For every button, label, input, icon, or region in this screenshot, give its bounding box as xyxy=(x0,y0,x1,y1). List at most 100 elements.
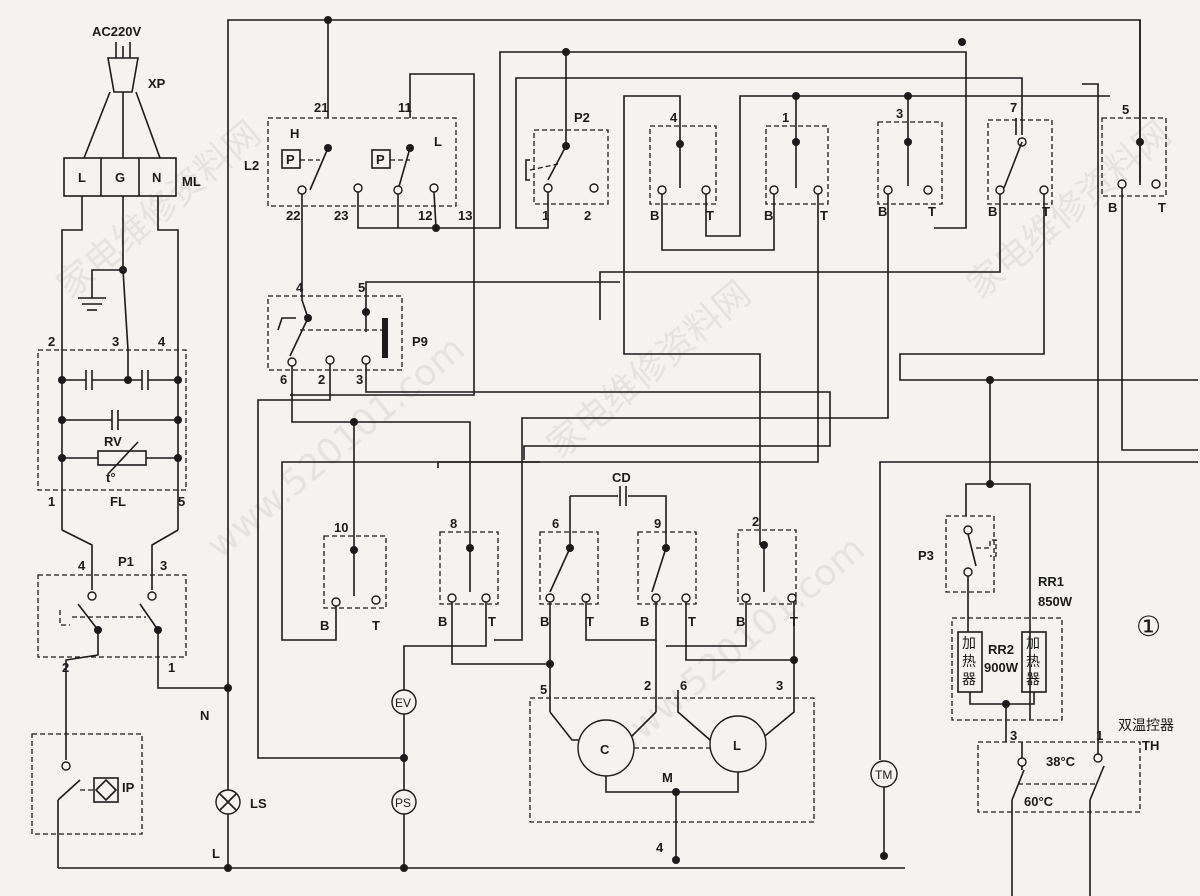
contact-arm xyxy=(1089,765,1105,801)
contact xyxy=(923,185,933,195)
contact-arm xyxy=(397,147,411,191)
pressure-switch-ip: IP xyxy=(31,733,143,868)
actuator-icon xyxy=(525,159,530,181)
terminal-block xyxy=(63,157,177,197)
actuator xyxy=(59,610,70,626)
cam-outline xyxy=(539,531,599,605)
cam-b: B xyxy=(988,204,997,219)
contact-arm xyxy=(57,779,81,801)
filter-pin-4: 4 xyxy=(158,334,166,349)
heater-char: 加 xyxy=(1026,636,1040,652)
contact xyxy=(995,185,1005,195)
plug-symbol xyxy=(107,57,139,93)
ip-label: IP xyxy=(122,780,135,795)
wire xyxy=(969,692,1035,705)
relay-l2: 21 11 H L P P 22 23 12 13 L2 xyxy=(244,16,967,396)
plug-label: XP xyxy=(148,76,166,91)
contact xyxy=(787,593,797,603)
wire xyxy=(494,194,889,641)
contact xyxy=(963,525,973,535)
supply-label: AC220V xyxy=(92,24,141,39)
thermostat-actuator xyxy=(976,539,997,557)
terminal-block-label: ML xyxy=(182,174,201,189)
wire xyxy=(281,461,540,641)
wire xyxy=(365,364,831,460)
junction xyxy=(224,864,232,872)
heater-circuit: P3 RR1 850W 加 热 器 加 热 器 RR2 900W xyxy=(918,380,1073,770)
wire xyxy=(705,95,1110,237)
switch-p2: P2 1 2 xyxy=(515,52,1023,229)
contact xyxy=(883,185,893,195)
contact-arm xyxy=(967,533,977,567)
contact-arm xyxy=(289,317,309,357)
capacitor-label: CD xyxy=(612,470,631,485)
cam-t: T xyxy=(586,614,594,629)
wire xyxy=(1082,83,1099,754)
wire-p2 xyxy=(515,77,1023,229)
p9-pin-6: 6 xyxy=(280,372,287,387)
l2-coil-l: L xyxy=(434,134,442,149)
ip-outline xyxy=(31,733,143,835)
motor-label: M xyxy=(662,770,673,785)
th-pin-3: 3 xyxy=(1010,728,1017,743)
contact xyxy=(701,185,711,195)
l2-pin-12: 12 xyxy=(418,208,432,223)
wire xyxy=(685,602,795,661)
p9-pin-4: 4 xyxy=(296,280,304,295)
filter-pin-2: 2 xyxy=(48,334,55,349)
contact-arm xyxy=(309,147,329,191)
wire-l-to-filter xyxy=(61,196,83,350)
timer-motor: TM xyxy=(870,461,1198,856)
th-setpoint-38: 38°C xyxy=(1046,754,1076,769)
pushbutton-icon xyxy=(382,318,388,358)
p3-label: P3 xyxy=(918,548,934,563)
wire-ground xyxy=(91,196,124,298)
wire-11 xyxy=(290,73,475,396)
contact xyxy=(447,593,457,603)
wire-to-n xyxy=(157,630,228,689)
contact-arm xyxy=(547,145,567,181)
contact xyxy=(741,593,751,603)
terminal-l: L xyxy=(78,170,86,185)
wire-n-to-filter xyxy=(157,196,179,350)
l2-pin-21: 21 xyxy=(314,100,328,115)
cam-num: 5 xyxy=(1122,102,1129,117)
contact-arm xyxy=(139,603,159,631)
switch-outline xyxy=(37,574,187,658)
wire xyxy=(451,602,550,665)
contact xyxy=(1017,757,1027,767)
contact xyxy=(481,593,491,603)
cam-b: B xyxy=(1108,200,1117,215)
filter-pin-5: 5 xyxy=(178,494,185,509)
wire xyxy=(627,711,657,741)
contact xyxy=(963,567,973,577)
cam-b: B xyxy=(650,208,659,223)
junction xyxy=(986,480,994,488)
rr2-label: RR2 xyxy=(988,642,1014,657)
junction xyxy=(792,92,800,100)
wire xyxy=(899,194,1198,381)
switch-p9: 4 5 P9 6 2 3 xyxy=(257,280,831,759)
p1-label: P1 xyxy=(118,554,134,569)
l2-pin-22: 22 xyxy=(286,208,300,223)
ps-label: PS xyxy=(395,796,411,810)
wire xyxy=(61,529,93,590)
terminal-n: N xyxy=(152,170,161,185)
cam-b: B xyxy=(320,618,329,633)
valves: EV PS xyxy=(391,688,417,868)
wire xyxy=(677,690,711,741)
cam-b: B xyxy=(736,614,745,629)
wire xyxy=(599,194,1001,320)
coil-icon xyxy=(371,149,391,169)
contact-arm xyxy=(1003,141,1023,189)
junction xyxy=(58,454,66,462)
thermostat-outline xyxy=(977,741,1141,813)
winding-l-label: L xyxy=(733,738,741,753)
junction xyxy=(174,416,182,424)
wire xyxy=(759,660,795,741)
cam-outline xyxy=(877,121,943,205)
varistor-temp: t° xyxy=(106,470,116,485)
wire xyxy=(549,711,584,741)
p9-pin-3: 3 xyxy=(356,372,363,387)
